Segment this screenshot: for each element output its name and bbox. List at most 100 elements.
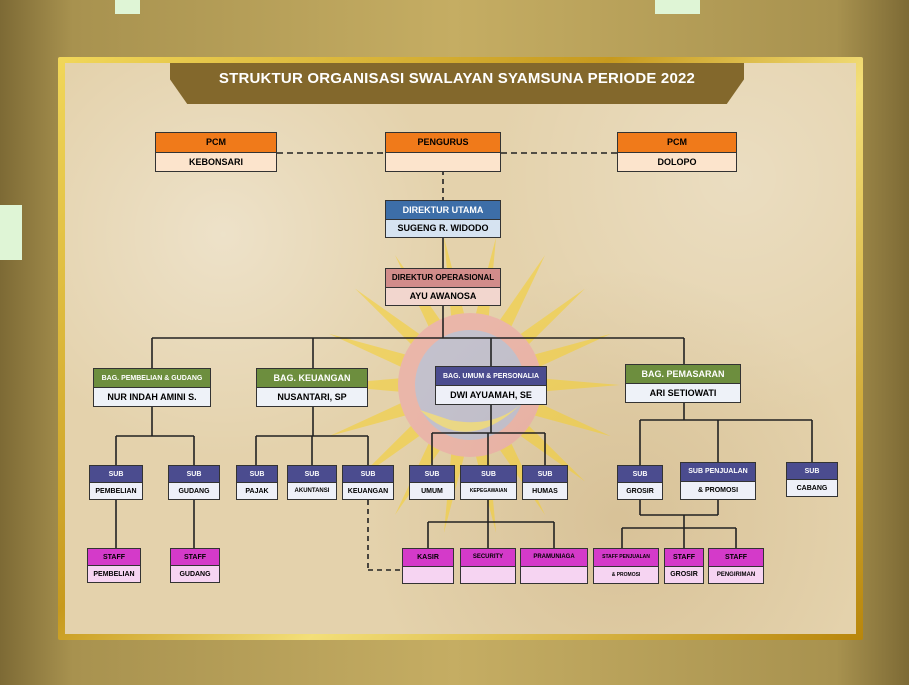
box-head: SUB: [410, 466, 454, 483]
bag-keuangan-box: BAG. KEUANGAN NUSANTARI, SP: [256, 368, 368, 407]
decorative-square: [655, 0, 700, 14]
direktur-operasional-box: DIREKTUR OPERASIONAL AYU AWANOSA: [385, 268, 501, 306]
box-body: PAJAK: [237, 483, 277, 499]
sub-humas-box: SUB HUMAS: [522, 465, 568, 500]
box-head: SUB PENJUALAN: [681, 463, 755, 482]
box-body: GROSIR: [665, 566, 703, 583]
sun-ray: [329, 333, 407, 368]
decorative-square: [0, 205, 22, 260]
box-head: BAG. KEUANGAN: [257, 369, 367, 388]
box-body: CABANG: [787, 480, 837, 496]
bag-pembelian-gudang-box: BAG. PEMBELIAN & GUDANG NUR INDAH AMINI …: [93, 368, 211, 407]
box-head: SUB: [343, 466, 393, 483]
logo-swoosh: [420, 395, 530, 432]
sub-gudang-box: SUB GUDANG: [168, 465, 220, 500]
box-body: PEMBELIAN: [90, 483, 142, 499]
box-head: STAFF: [88, 549, 140, 566]
box-head: SUB: [237, 466, 277, 483]
box-head: STAFF: [171, 549, 219, 566]
box-body: UMUM: [410, 483, 454, 499]
sun-ray: [533, 402, 611, 437]
box-head: PENGURUS: [386, 133, 500, 153]
box-body: GUDANG: [171, 566, 219, 582]
sun-ray: [499, 255, 545, 329]
box-head: SUB: [288, 466, 336, 483]
box-body: KEUANGAN: [343, 483, 393, 499]
box-head: PCM: [618, 133, 736, 153]
box-head: KASIR: [403, 549, 453, 567]
box-body: SUGENG R. WIDODO: [386, 219, 500, 237]
sun-ray: [533, 333, 611, 368]
sub-pembelian-box: SUB PEMBELIAN: [89, 465, 143, 500]
box-body: AYU AWANOSA: [386, 287, 500, 305]
box-head: PCM: [156, 133, 276, 153]
sub-grosir-box: SUB GROSIR: [617, 465, 663, 500]
sub-kepegawaian-box: SUB KEPEGAWAIAN: [460, 465, 517, 500]
chart-title: STRUKTUR ORGANISASI SWALAYAN SYAMSUNA PE…: [218, 70, 696, 87]
box-head: BAG. UMUM & PERSONALIA: [436, 367, 546, 386]
box-body: ARI SETIOWATI: [626, 384, 740, 402]
box-head: BAG. PEMASARAN: [626, 365, 740, 384]
box-head: SUB: [461, 466, 516, 483]
sub-akuntansi-box: SUB AKUNTANSI: [287, 465, 337, 500]
box-body: NUSANTARI, SP: [257, 388, 367, 406]
box-head: SUB: [787, 463, 837, 480]
box-head: DIREKTUR OPERASIONAL: [386, 269, 500, 288]
box-head: STAFF PENJUALAN: [594, 549, 658, 567]
bag-pemasaran-box: BAG. PEMASARAN ARI SETIOWATI: [625, 364, 741, 403]
staff-penjualan-promosi-box: STAFF PENJUALAN & PROMOSI: [593, 548, 659, 584]
kasir-box: KASIR: [402, 548, 454, 584]
sub-umum-box: SUB UMUM: [409, 465, 455, 500]
direktur-utama-box: DIREKTUR UTAMA SUGENG R. WIDODO: [385, 200, 501, 238]
sun-ray: [519, 288, 585, 346]
box-head: SECURITY: [461, 549, 515, 567]
box-head: BAG. PEMBELIAN & GUDANG: [94, 369, 210, 388]
staff-pembelian-box: STAFF PEMBELIAN: [87, 548, 141, 583]
pramuniaga-box: PRAMUNIAGA: [520, 548, 588, 584]
box-body: DOLOPO: [618, 152, 736, 171]
box-head: SUB: [90, 466, 142, 483]
sun-ray: [329, 402, 407, 437]
box-body: [461, 566, 515, 583]
decorative-square: [115, 0, 140, 14]
staff-grosir-box: STAFF GROSIR: [664, 548, 704, 584]
box-body: HUMAS: [523, 483, 567, 499]
box-head: SUB: [523, 466, 567, 483]
box-body: AKUNTANSI: [288, 483, 336, 499]
box-head: STAFF: [665, 549, 703, 567]
pengurus-box: PENGURUS: [385, 132, 501, 172]
sub-penjualan-promosi-box: SUB PENJUALAN & PROMOSI: [680, 462, 756, 500]
bag-umum-personalia-box: BAG. UMUM & PERSONALIA DWI AYUAMAH, SE: [435, 366, 547, 405]
staff-pengiriman-box: STAFF PENGIRIMAN: [708, 548, 764, 584]
sub-cabang-box: SUB CABANG: [786, 462, 838, 497]
box-body: NUR INDAH AMINI S.: [94, 388, 210, 406]
box-head: SUB: [618, 466, 662, 483]
box-body: [521, 566, 587, 583]
box-body: [403, 566, 453, 583]
box-head: SUB: [169, 466, 219, 483]
staff-gudang-box: STAFF GUDANG: [170, 548, 220, 583]
sun-ray: [539, 378, 620, 392]
sub-keuangan-box: SUB KEUANGAN: [342, 465, 394, 500]
security-box: SECURITY: [460, 548, 516, 584]
box-body: & PROMOSI: [594, 566, 658, 583]
box-head: PRAMUNIAGA: [521, 549, 587, 567]
box-body: PEMBELIAN: [88, 566, 140, 582]
box-body: KEBONSARI: [156, 152, 276, 171]
box-body: DWI AYUAMAH, SE: [436, 386, 546, 404]
sun-ray: [519, 424, 585, 482]
box-body: [386, 152, 500, 171]
box-body: & PROMOSI: [681, 481, 755, 499]
box-body: GUDANG: [169, 483, 219, 499]
box-head: DIREKTUR UTAMA: [386, 201, 500, 220]
sun-ray: [355, 288, 421, 346]
box-body: PENGIRIMAN: [709, 566, 763, 583]
pcm-dolopo-box: PCM DOLOPO: [617, 132, 737, 172]
sub-pajak-box: SUB PAJAK: [236, 465, 278, 500]
title-banner: [170, 63, 744, 104]
box-body: KEPEGAWAIAN: [461, 483, 516, 499]
box-body: GROSIR: [618, 483, 662, 499]
pcm-kebonsari-box: PCM KEBONSARI: [155, 132, 277, 172]
box-head: STAFF: [709, 549, 763, 567]
